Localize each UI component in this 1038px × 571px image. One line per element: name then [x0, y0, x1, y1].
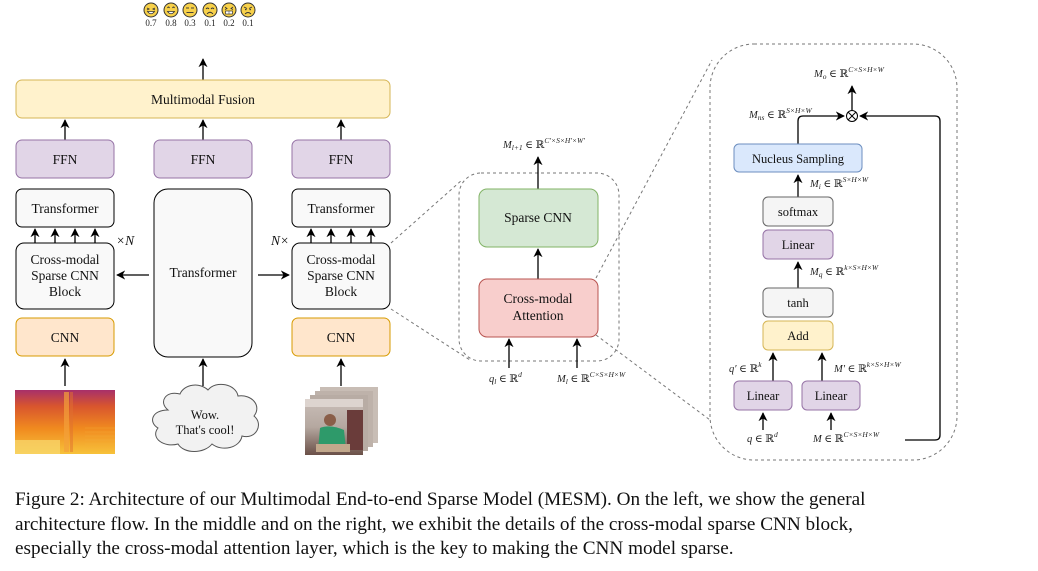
transformer-label: Transformer	[170, 265, 237, 280]
laughing-face-icon	[143, 2, 159, 18]
transformer-label: Transformer	[32, 201, 99, 216]
add-block: Add	[762, 320, 834, 351]
figure-caption: Figure 2: Architecture of our Multimodal…	[15, 488, 1025, 562]
grimacing-face-icon	[221, 2, 237, 18]
linear-label: Linear	[782, 238, 815, 252]
architecture-diagram: 0.7 0.8 0.3 0.1 0.2 0.1 Multimodal Fusio…	[15, 2, 958, 461]
linear-label: Linear	[815, 389, 848, 403]
nucleus-sampling-block: Nucleus Sampling	[733, 143, 863, 173]
detail-boundary	[458, 172, 620, 362]
multiply-icon	[846, 110, 858, 122]
cross-modal-attention-block: Cross-modal Attention	[478, 278, 599, 338]
sparse-cnn-label: Sparse CNN	[504, 210, 572, 225]
cnn-block-audio: CNN	[15, 317, 115, 357]
caption-line: architecture flow. In the middle and on …	[15, 513, 853, 535]
neutral-face-icon	[182, 2, 198, 18]
transformer-label: Transformer	[308, 201, 375, 216]
angry-face-icon	[240, 2, 256, 18]
multimodal-fusion-label: Multimodal Fusion	[151, 92, 255, 107]
ffn-label: FFN	[191, 152, 216, 167]
attention-label-line: Attention	[513, 308, 564, 323]
linear-label: Linear	[747, 389, 780, 403]
emotion-scores: 0.7 0.8 0.3 0.1 0.2 0.1	[143, 2, 256, 28]
video-frames-image	[305, 387, 378, 455]
block-label-line: Block	[325, 284, 357, 299]
softmax-label: softmax	[778, 205, 819, 219]
block-label-line: Cross-modal	[307, 252, 376, 267]
block-label-line: Sparse CNN	[307, 268, 375, 283]
output-mo-label: Mo ∈ ℝC×S×H×W	[813, 65, 885, 81]
transformer-block-text: Transformer	[153, 188, 253, 358]
linear-block-q: Linear	[733, 380, 793, 411]
transformer-block-audio: Transformer	[15, 188, 115, 228]
caption-line: Figure 2: Architecture of our Multimodal…	[15, 489, 866, 510]
left-architecture: Multimodal Fusion FFN FFN FFN Transforme…	[15, 58, 391, 455]
cross-modal-sparse-cnn-block-video: Cross-modal Sparse CNN Block	[291, 242, 391, 310]
grinning-face-icon	[163, 2, 179, 18]
q-input-label: q ∈ ℝd	[747, 430, 778, 445]
linear-block-m: Linear	[801, 380, 861, 411]
emotion-score: 0.8	[165, 18, 177, 28]
repeat-n-label: ×N	[116, 233, 135, 248]
m-input-label: Ml ∈ ℝC×S×H×W	[556, 370, 626, 386]
caption-line: especially the cross-modal attention lay…	[15, 538, 734, 559]
cross-modal-sparse-cnn-detail: Ml+1 ∈ ℝC′×S×H′×W′ Sparse CNN Cross-moda…	[458, 136, 626, 386]
mns-label: Mns ∈ ℝS×H×W	[748, 106, 812, 122]
transformer-block-video: Transformer	[291, 188, 391, 228]
q-prime-label: q′ ∈ ℝk	[729, 360, 762, 375]
add-label: Add	[787, 329, 809, 343]
q-input-label: ql ∈ ℝd	[489, 370, 522, 386]
text-input-line: Wow.	[191, 408, 219, 422]
cnn-label: CNN	[51, 330, 80, 345]
cnn-label: CNN	[327, 330, 356, 345]
attention-label-line: Cross-modal	[504, 291, 573, 306]
text-input-line: That's cool!	[176, 423, 235, 437]
text-input-cloud: Wow. That's cool!	[152, 383, 259, 452]
multimodal-fusion-block: Multimodal Fusion	[15, 79, 391, 119]
cross-modal-attention-detail: Mo ∈ ℝC×S×H×W Mns ∈ ℝS×H×W Nucleus Sampl…	[709, 43, 958, 461]
nucleus-sampling-label: Nucleus Sampling	[752, 152, 845, 166]
linear-block-top: Linear	[762, 229, 834, 260]
output-shape-label: Ml+1 ∈ ℝC′×S×H′×W′	[502, 136, 585, 152]
m-input-label: M ∈ ℝC×S×H×W	[812, 430, 880, 445]
mq-label: Mq ∈ ℝk×S×H×W	[809, 263, 879, 279]
ffn-block-audio: FFN	[15, 139, 115, 179]
ffn-label: FFN	[329, 152, 354, 167]
emotion-score: 0.1	[204, 18, 215, 28]
cnn-block-video: CNN	[291, 317, 391, 357]
softmax-block: softmax	[762, 196, 834, 227]
emotion-score: 0.3	[184, 18, 196, 28]
cross-modal-sparse-cnn-block-audio: Cross-modal Sparse CNN Block	[15, 242, 115, 310]
block-label-line: Cross-modal	[31, 252, 100, 267]
tanh-label: tanh	[787, 296, 809, 310]
ffn-block-text: FFN	[153, 139, 253, 179]
zoom-connector-lines	[390, 59, 713, 421]
block-label-line: Sparse CNN	[31, 268, 99, 283]
mi-label: Mi ∈ ℝS×H×W	[809, 175, 869, 191]
emotion-score: 0.2	[223, 18, 234, 28]
ffn-label: FFN	[53, 152, 78, 167]
audio-spectrogram-image	[15, 390, 115, 454]
block-label-line: Block	[49, 284, 81, 299]
m-prime-label: M′ ∈ ℝk×S×H×W	[833, 360, 901, 375]
emotion-score: 0.7	[145, 18, 157, 28]
tanh-block: tanh	[762, 287, 834, 318]
sparse-cnn-block: Sparse CNN	[478, 188, 599, 248]
ffn-block-video: FFN	[291, 139, 391, 179]
detail-boundary	[709, 43, 958, 461]
repeat-n-label: N×	[270, 233, 289, 248]
emotion-score: 0.1	[242, 18, 253, 28]
sad-face-icon	[202, 2, 218, 18]
